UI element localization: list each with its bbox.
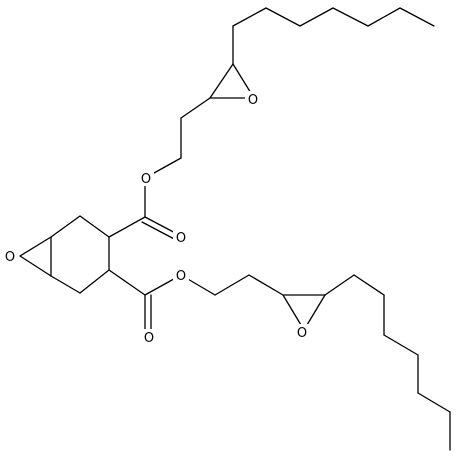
bond [399,7,435,27]
bond [248,274,284,296]
bond [417,392,451,413]
bond [299,7,334,27]
bond [265,7,301,27]
upper-side-chain [209,7,435,99]
bond [50,275,81,294]
lower-side-chain [282,274,451,451]
oxygen-label: O [141,172,151,187]
bond [108,216,146,238]
oxygen-label: O [5,250,15,265]
bond [383,334,419,356]
oxygen-atom: O [141,329,157,346]
oxygen-atom: O [138,170,154,187]
bond [50,215,81,238]
oxygen-label: O [176,231,186,246]
oxygen-atom: O [245,91,261,108]
oxygen-atom: O [173,229,189,246]
bond [214,274,250,296]
bond [141,221,179,242]
oxygen-atom: O [2,248,18,265]
bond [367,7,401,27]
bond [19,236,52,257]
cyclohexane-ring [50,215,110,294]
lower-ester [108,269,284,336]
oxygen-label: O [248,93,258,108]
bond [79,215,110,238]
bond [232,7,267,27]
oxygen-atom: O [173,267,189,284]
oxygen-label: O [176,269,186,284]
bond [108,269,146,296]
oxygen-label: O [297,326,307,341]
atom-labels: O O O O O O O [2,91,310,346]
bond [353,274,385,296]
oxygen-atom: O [294,324,310,341]
bond [79,269,110,294]
bond [19,255,52,277]
bond [324,274,355,296]
ring-epoxide [19,236,52,277]
bond [180,97,211,119]
bond [332,7,369,27]
oxygen-label: O [144,331,154,346]
bond [209,63,234,99]
upper-ester [108,97,211,242]
